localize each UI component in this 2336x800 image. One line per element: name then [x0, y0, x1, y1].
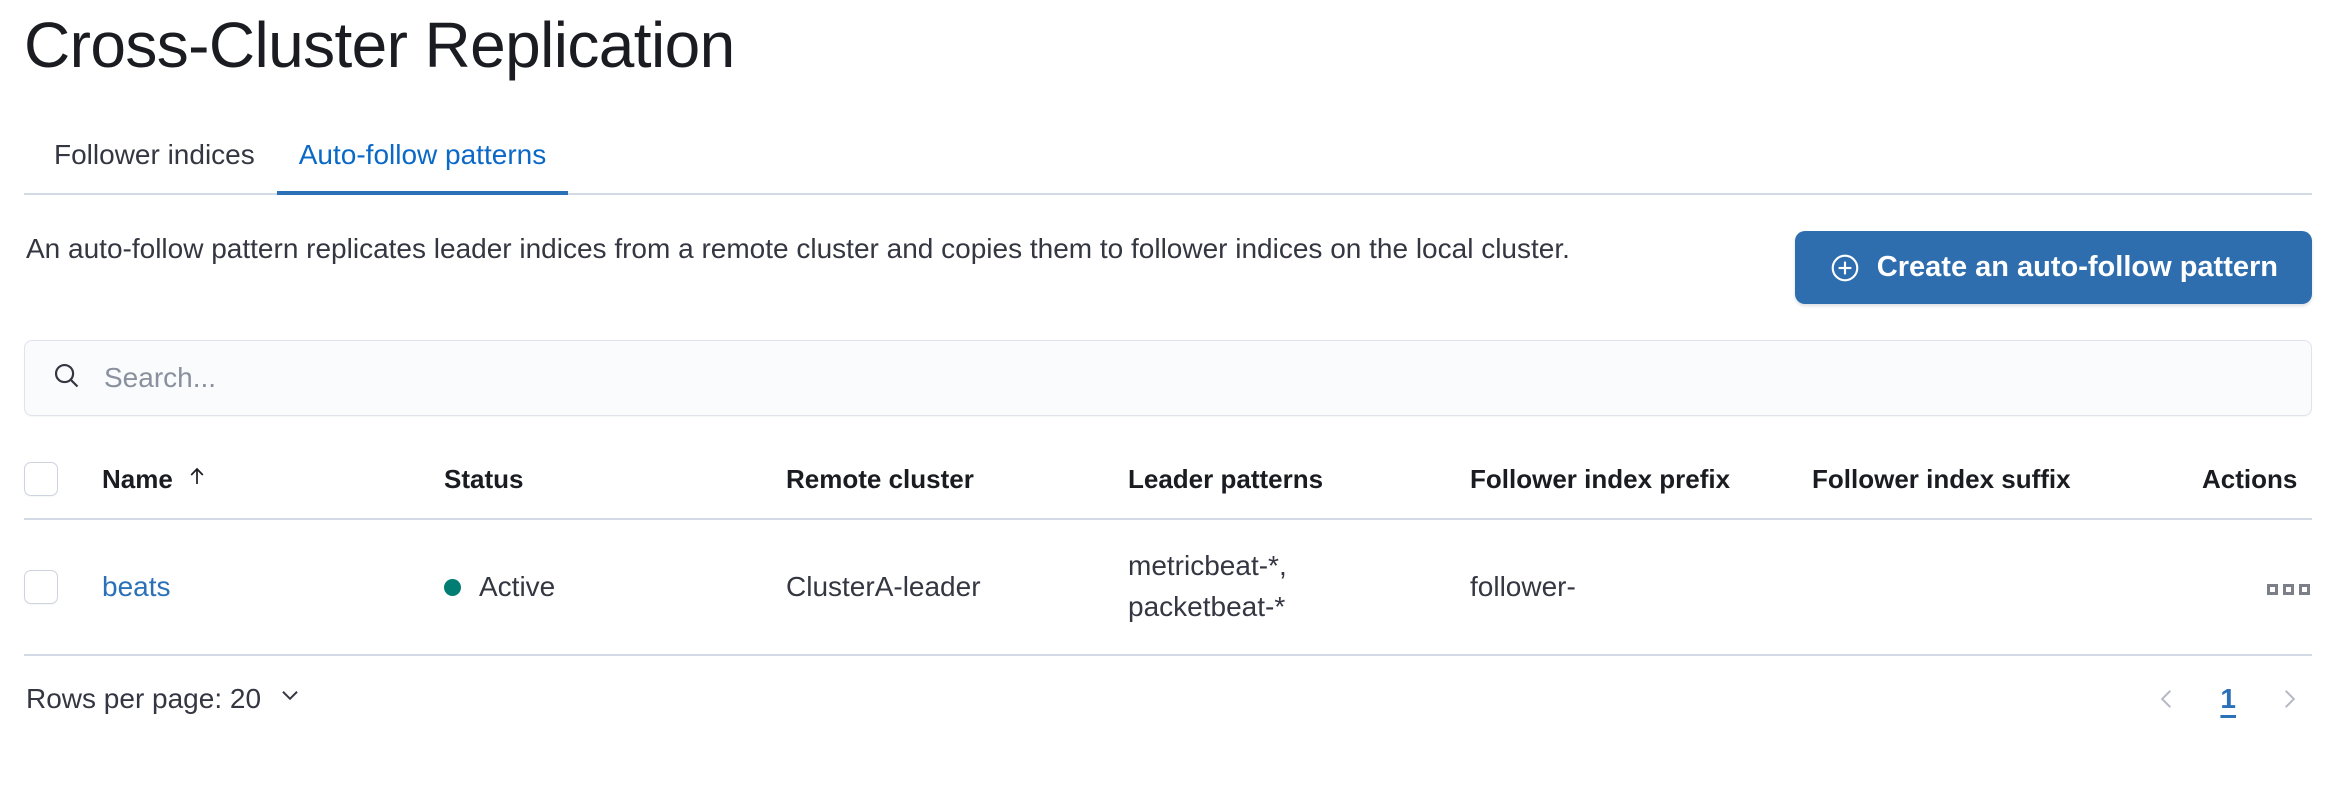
tab-follower-indices[interactable]: Follower indices — [24, 141, 277, 193]
cell-follower-index-prefix: follower- — [1470, 519, 1812, 656]
column-header-status[interactable]: Status — [444, 446, 786, 521]
table-header-row: Name Status Remote cluster Leader patter… — [24, 446, 2312, 521]
search-input[interactable] — [102, 361, 2285, 396]
status-label: Active — [479, 571, 556, 603]
rows-per-page-label: Rows per page: 20 — [26, 682, 262, 714]
status-dot-icon — [444, 578, 461, 596]
cell-status: Active — [444, 519, 786, 656]
tab-auto-follow-patterns[interactable]: Auto-follow patterns — [276, 141, 569, 196]
table-row: beats Active ClusterA-leader metricbeat-… — [24, 519, 2312, 656]
cell-leader-patterns: metricbeat-*, packetbeat-* — [1128, 519, 1470, 656]
cell-follower-index-suffix — [1812, 519, 2202, 656]
page-title: Cross-Cluster Replication — [24, 9, 735, 81]
rows-per-page-selector[interactable]: Rows per page: 20 — [26, 682, 303, 715]
more-actions-square-3 — [2299, 584, 2310, 596]
page-description: An auto-follow pattern replicates leader… — [26, 233, 1570, 265]
page-number-1[interactable]: 1 — [2214, 683, 2242, 715]
column-header-remote-cluster[interactable]: Remote cluster — [786, 446, 1128, 521]
chevron-down-icon — [277, 682, 303, 715]
more-actions-square-1 — [2267, 584, 2278, 596]
cell-remote-cluster: ClusterA-leader — [786, 519, 1128, 656]
plus-in-circle-icon — [1829, 252, 1861, 284]
chevron-right-icon[interactable] — [2268, 682, 2310, 716]
table-footer: Rows per page: 20 1 — [24, 682, 2312, 716]
pattern-name-link[interactable]: beats — [102, 570, 171, 602]
column-header-name[interactable]: Name — [102, 446, 444, 521]
leader-patterns-value: metricbeat-*, packetbeat-* — [1128, 550, 1287, 622]
column-header-follower-index-suffix[interactable]: Follower index suffix — [1812, 446, 2202, 521]
search-icon — [51, 360, 82, 396]
column-header-name-label: Name — [102, 463, 173, 494]
pagination: 1 — [2146, 682, 2310, 716]
column-header-leader-patterns[interactable]: Leader patterns — [1128, 446, 1470, 521]
create-auto-follow-pattern-label: Create an auto-follow pattern — [1876, 251, 2278, 284]
auto-follow-patterns-table: Name Status Remote cluster Leader patter… — [24, 446, 2312, 656]
column-header-follower-index-prefix[interactable]: Follower index prefix — [1470, 446, 1812, 521]
sort-ascending-arrow-icon — [185, 464, 209, 495]
tab-bar: Follower indices Auto-follow patterns — [24, 121, 2312, 196]
select-all-checkbox[interactable] — [24, 462, 58, 497]
search-bar[interactable] — [24, 340, 2312, 417]
row-select-checkbox[interactable] — [24, 570, 58, 605]
cell-actions — [2202, 519, 2312, 656]
column-header-actions: Actions — [2202, 446, 2312, 521]
more-actions-square-2 — [2283, 584, 2294, 596]
select-all-header — [24, 446, 102, 521]
cell-name: beats — [102, 519, 444, 656]
intro-section: An auto-follow pattern replicates leader… — [24, 229, 2312, 305]
row-select-cell — [24, 519, 102, 656]
chevron-left-icon[interactable] — [2146, 682, 2188, 716]
create-auto-follow-pattern-button[interactable]: Create an auto-follow pattern — [1794, 231, 2312, 305]
more-actions-icon[interactable] — [2265, 576, 2312, 603]
